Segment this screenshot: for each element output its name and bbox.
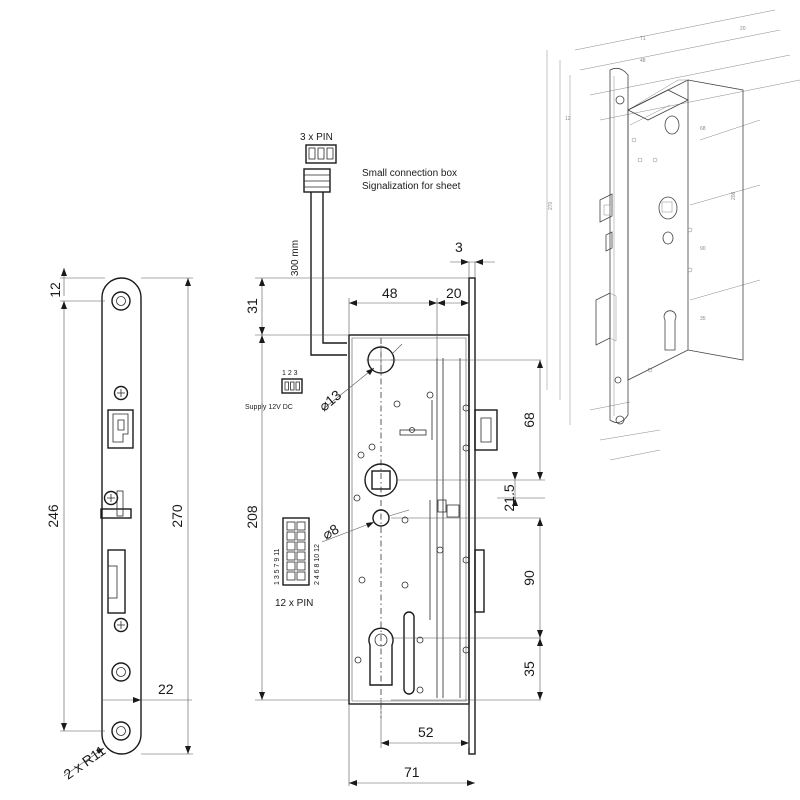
lock-isometric-view: 71 48 20 270 12 208 68 90 35	[546, 9, 800, 461]
plate-screw-hole-bottom	[111, 721, 131, 741]
label-supply: Supply 12V DC	[245, 404, 293, 411]
svg-text:71: 71	[640, 36, 646, 42]
dim-68: 68	[521, 412, 537, 428]
label-small-box: Small connection box	[362, 168, 457, 179]
svg-text:68: 68	[700, 126, 706, 132]
dim-270: 270	[169, 504, 185, 528]
dim-3: 3	[455, 239, 463, 255]
lock-case	[348, 334, 470, 705]
auxiliary-latch-opening	[100, 490, 132, 519]
svg-text:20: 20	[740, 26, 746, 32]
dead-bolt	[474, 549, 485, 613]
label-signalization: Signalization for sheet	[362, 181, 461, 192]
dim-246: 246	[45, 504, 61, 528]
plate-screw-low	[113, 617, 129, 633]
iso-dead-bolt	[595, 292, 611, 346]
cable	[310, 192, 347, 356]
bolt-opening	[107, 549, 126, 614]
dim-90: 90	[521, 570, 537, 586]
connector-12pin	[282, 517, 310, 586]
iso-dimension-lines	[546, 9, 800, 461]
lock-body-side-view: 3 x PIN Small connection box Signalizati…	[244, 132, 545, 786]
label-pins-odd: 1 3 5 7 9 11	[274, 548, 281, 585]
iso-latch-bolt	[599, 193, 613, 223]
plate-screw-mid	[103, 490, 119, 506]
plate-screw-hole-top	[111, 291, 131, 311]
front-plate-view: 12 246 270 22 2 x R11	[45, 268, 193, 782]
dim-21-5: 21.5	[501, 484, 517, 511]
internal-details	[353, 391, 470, 694]
dim-35: 35	[521, 661, 537, 677]
dim-d13: ⌀13	[316, 386, 345, 414]
dim-radius: 2 x R11	[61, 742, 109, 782]
latch-bolt	[474, 409, 498, 451]
small-connection-box	[303, 168, 331, 193]
label-supply-pins: 1 2 3	[282, 370, 298, 377]
dim-d8: ⌀8	[320, 521, 342, 543]
label-pins-even: 2 4 6 8 10 12	[314, 544, 321, 585]
plate-screw-hole-low	[111, 662, 131, 682]
svg-text:12: 12	[565, 116, 571, 122]
svg-text:270: 270	[548, 201, 554, 210]
svg-text:208: 208	[731, 191, 737, 200]
dim-208: 208	[244, 505, 260, 529]
label-3pin: 3 x PIN	[300, 132, 333, 143]
dim-31: 31	[244, 298, 260, 314]
label-cable-length: 300 mm	[290, 240, 301, 276]
dim-22: 22	[158, 681, 174, 697]
dim-52: 52	[418, 724, 434, 740]
connector-3pin	[305, 144, 337, 164]
lock-front-plate	[468, 277, 476, 755]
iso-front-plate	[609, 67, 629, 423]
cylinder-cutout	[368, 611, 415, 695]
dim-12: 12	[47, 282, 63, 298]
dim-71: 71	[404, 764, 420, 780]
label-12pin: 12 x PIN	[275, 598, 313, 609]
plate-screw-top	[113, 385, 129, 401]
dim-20: 20	[446, 285, 462, 301]
supply-connector	[281, 378, 303, 394]
svg-text:90: 90	[700, 246, 706, 252]
aux-hole	[372, 509, 390, 527]
dim-48: 48	[382, 285, 398, 301]
svg-text:48: 48	[640, 58, 646, 64]
front-plate-outline	[101, 277, 142, 755]
svg-text:35: 35	[700, 316, 706, 322]
latch-opening	[107, 409, 134, 449]
iso-latch	[627, 89, 689, 121]
